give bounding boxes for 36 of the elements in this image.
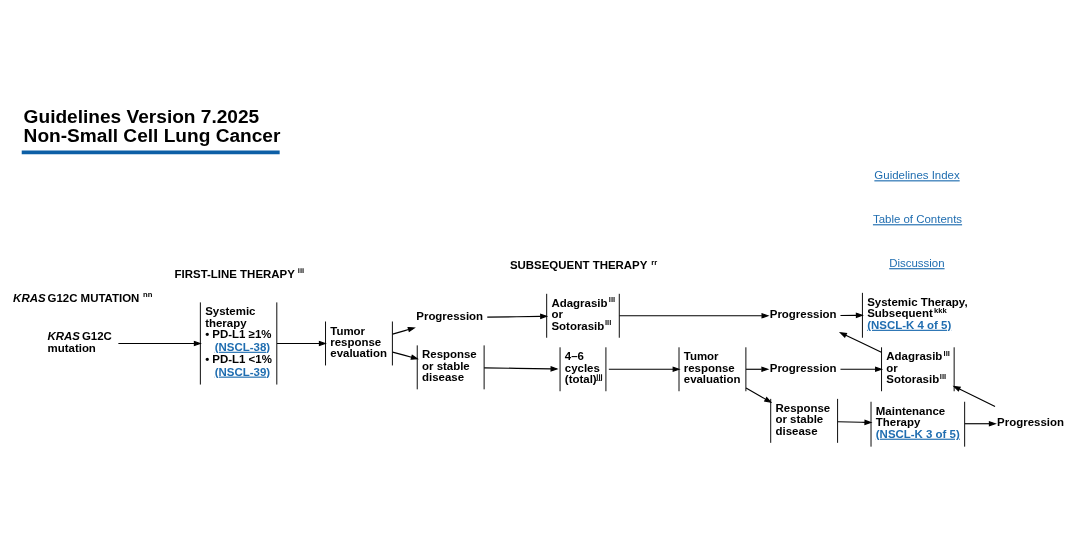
arrow — [392, 351, 419, 360]
node-text: Adagrasib$^{lll}$ or Sotorasib$^{lll}$ — [551, 295, 616, 332]
node-text: Response or stable disease — [422, 348, 477, 384]
arrow — [964, 420, 997, 427]
node-text: Response or stable disease — [775, 401, 831, 437]
node-text: Progression — [769, 308, 837, 321]
node-text: Tumor response evaluation — [683, 350, 741, 386]
node-text: Adagrasib$^{lll}$ or Sotorasib$^{lll}$ — [886, 348, 950, 386]
label: SUBSEQUENT THERAPY$^{rr}$ — [509, 257, 658, 272]
node-text: KRAS G12C mutation — [47, 330, 112, 354]
label: FIRST-LINE THERAPY$^{iii}$ — [174, 266, 305, 280]
arrow — [486, 313, 549, 320]
node-text: Maintenance Therapy (NSCL-K 3 of 5) — [875, 404, 960, 440]
arrow — [837, 419, 873, 426]
node-text: Progression — [769, 361, 837, 374]
label: Discussion — [889, 257, 945, 270]
arrow — [276, 340, 327, 347]
arrow — [618, 312, 770, 319]
label: Table of Contents — [872, 213, 963, 226]
node-text: Progression — [416, 310, 484, 323]
node-text: 4–6 cycles (total)$^{jjj}$ — [564, 350, 603, 386]
arrow — [392, 326, 416, 335]
arrow — [839, 366, 884, 373]
label: Guidelines Index — [874, 169, 960, 182]
diagram-title: Guidelines Version 7.2025 Non-Small Cell Lung Cancer — [23, 105, 281, 146]
arrow — [483, 366, 559, 372]
node-text: Systemic therapy • PD-L1 ≥1% (NSCL-38) • PD-L1 <1% (NSCL-39) — [205, 305, 272, 378]
arrow — [838, 331, 882, 353]
label: KRAS G12C MUTATION$^{nn}$ — [13, 290, 153, 304]
node-text: Tumor response evaluation — [330, 324, 387, 360]
node-text: Progression — [997, 416, 1064, 429]
node-text: Systemic Therapy, Subsequent$^{kkk}$ (NSCL-K 4 of 5) — [867, 295, 968, 331]
arrow — [117, 340, 202, 347]
arrow — [745, 387, 773, 404]
arrow — [952, 385, 996, 407]
arrow — [608, 366, 681, 373]
